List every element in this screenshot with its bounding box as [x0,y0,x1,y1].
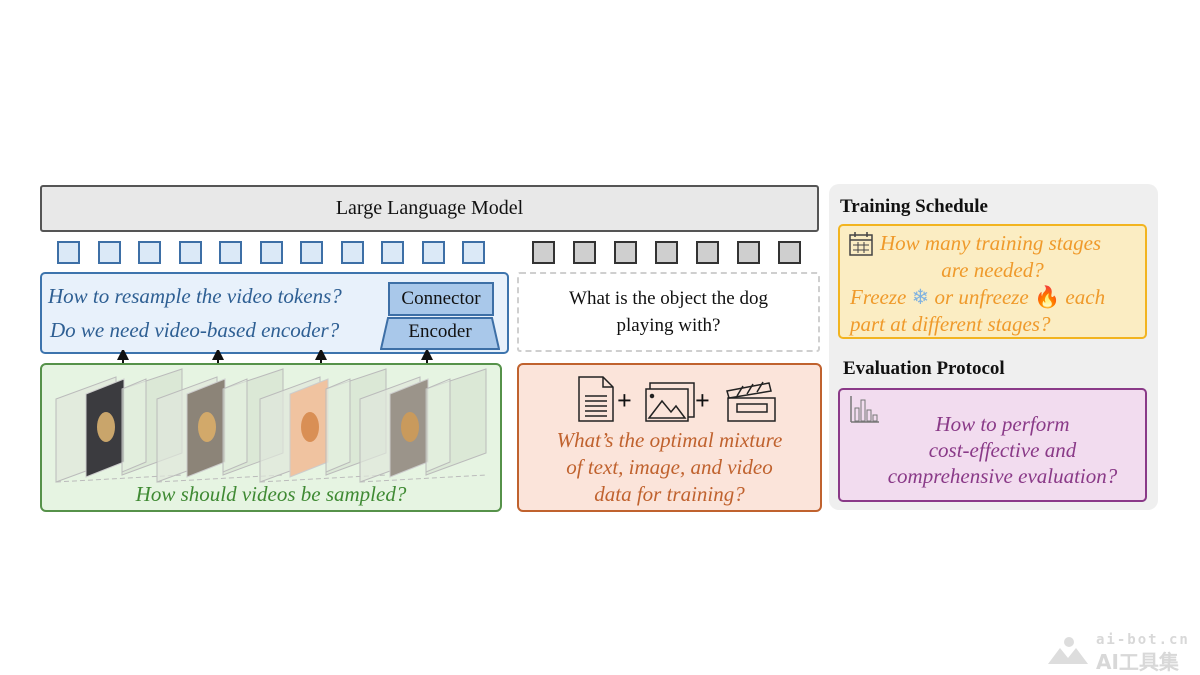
connector-block: Connector [388,282,494,316]
watermark-name: AI工具集 [1096,650,1179,674]
video-clapper-icon [726,381,776,422]
video-token [178,241,202,264]
video-token [381,241,404,264]
video-token [57,241,80,264]
llm-label: Large Language Model [335,197,524,219]
video-clip-4 [359,368,487,483]
watermark-domain: ai-bot.cn [1096,632,1190,648]
sampling-question: How should videos be sampled? [135,482,407,506]
each-text: each [1065,285,1106,309]
text-token [778,241,801,264]
training-schedule-box: How many training stages are needed? Fre… [838,224,1147,339]
evaluation-question: How to perform cost-effective and compre… [860,411,1145,489]
bar-chart-icon [850,396,879,423]
video-token [219,241,242,264]
mixture-line1: What’s the optimal mixture [556,428,783,452]
right-panel: Training Schedule How many training stag… [829,184,1158,510]
sampling-box: How should videos be sampled? [40,363,502,512]
evaluation-protocol-box: How to perform cost-effective and compre… [838,388,1147,502]
evaluation-protocol-title: Evaluation Protocol [843,358,1005,379]
video-token [97,241,121,264]
eval-line1: How to perform [935,412,1070,436]
text-token [532,241,555,264]
video-token [300,241,323,264]
text-token [614,241,637,264]
text-query-line2: playing with? [616,315,721,336]
plus-1: + [617,386,632,415]
training-line1: How many training stages [880,231,1102,255]
training-line4: part at different stages? [850,312,1051,336]
mixture-line2: of text, image, and video [566,455,773,479]
video-frames [55,368,487,483]
video-token [340,241,364,264]
data-mixture-question: What’s the optimal mixture of text, imag… [519,427,820,508]
encoder-block: Encoder [380,317,500,350]
eval-line2: cost-effective and [928,438,1077,462]
mixture-line3: data for training? [594,482,745,506]
video-token [462,241,485,264]
plus-2: + [695,386,710,415]
text-query-box: What is the object the dog playing with? [517,272,820,352]
watermark-logo-icon [1048,637,1088,664]
training-line3: Freeze ❄ or unfreeze 🔥 each [850,285,1105,310]
unfreeze-text: or unfreeze [934,285,1029,309]
snowflake-icon: ❄ [911,285,930,309]
encoder-question: Do we need video-based encoder? [50,318,340,342]
training-line2: are needed? [941,258,1044,282]
text-query-line1: What is the object the dog [569,288,768,309]
video-token [259,241,283,264]
video-token [421,241,445,264]
training-schedule-title: Training Schedule [840,196,988,217]
encoder-label: Encoder [408,321,472,342]
text-token [737,241,760,264]
encoder-trapezoid [380,317,500,350]
eval-line3: comprehensive evaluation? [887,464,1118,488]
data-mixture-box: + + What’s the optimal mixture of text, … [517,363,822,512]
resample-question: How to resample the video tokens? [48,284,342,308]
video-token [138,241,161,264]
text-token [655,241,678,264]
freeze-text: Freeze [850,285,907,309]
calendar-icon [849,232,873,256]
llm-block: Large Language Model [40,185,819,232]
text-token [696,241,719,264]
image-icon [645,382,695,422]
fire-icon: 🔥 [1034,285,1061,309]
text-token [573,241,596,264]
connector-label: Connector [401,288,481,309]
video-clip-2 [156,368,284,483]
document-icon [578,376,614,422]
modality-icons: + + [578,376,776,422]
